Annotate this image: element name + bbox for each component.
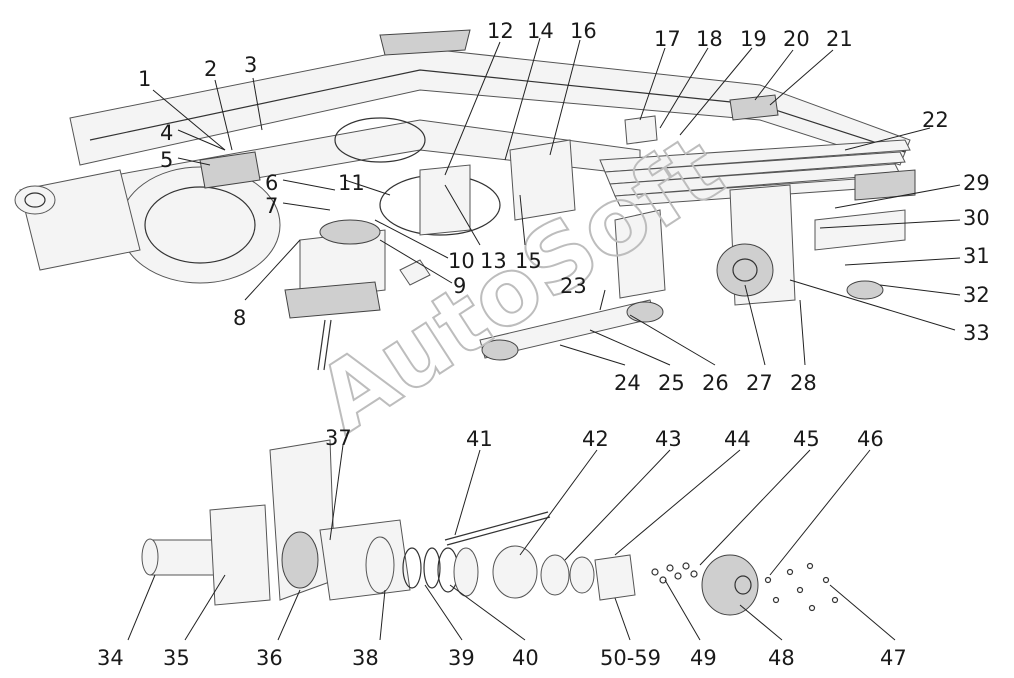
part-label: 50-59 [600, 646, 661, 670]
part-label: 17 [654, 27, 681, 51]
part-label: 43 [655, 427, 682, 451]
part-label: 5 [160, 148, 173, 172]
axle-frame-assembly [14, 29, 916, 371]
part-label: 21 [826, 27, 853, 51]
part-label: 35 [163, 646, 190, 670]
part-labels: 1 2 3 4 5 6 7 8 9 10 11 12 13 14 15 16 1… [97, 19, 990, 670]
part-label: 12 [487, 19, 514, 43]
part-label: 44 [724, 427, 751, 451]
part-label: 42 [582, 427, 609, 451]
part-label: 34 [97, 646, 124, 670]
part-label: 26 [702, 371, 729, 395]
part-label: 25 [658, 371, 685, 395]
part-label: 10 [448, 249, 475, 273]
part-label: 47 [880, 646, 907, 670]
part-label: 30 [963, 206, 990, 230]
part-label: 37 [325, 426, 352, 450]
part-label: 16 [570, 19, 597, 43]
part-label: 32 [963, 283, 990, 307]
part-label: 31 [963, 244, 990, 268]
part-label: 15 [515, 249, 542, 273]
part-label: 41 [466, 427, 493, 451]
part-label: 33 [963, 321, 990, 345]
part-label: 23 [560, 274, 587, 298]
part-label: 24 [614, 371, 641, 395]
part-label: 45 [793, 427, 820, 451]
part-label: 11 [338, 171, 365, 195]
part-label: 2 [204, 57, 217, 81]
part-label: 18 [696, 27, 723, 51]
part-label: 27 [746, 371, 773, 395]
part-label: 4 [160, 121, 173, 145]
part-label: 46 [857, 427, 884, 451]
part-label: 39 [448, 646, 475, 670]
part-label: 49 [690, 646, 717, 670]
part-label: 29 [963, 171, 990, 195]
part-label: 38 [352, 646, 379, 670]
part-label: 8 [233, 306, 246, 330]
part-label: 13 [480, 249, 507, 273]
part-label: 48 [768, 646, 795, 670]
part-label: 20 [783, 27, 810, 51]
part-label: 22 [922, 108, 949, 132]
hub-exploded-assembly [141, 439, 839, 616]
part-label: 7 [265, 194, 278, 218]
part-label: 3 [244, 53, 257, 77]
leader-lines [127, 37, 961, 641]
part-label: 14 [527, 19, 554, 43]
part-label: 9 [453, 274, 466, 298]
part-label: 28 [790, 371, 817, 395]
part-label: 1 [138, 67, 151, 91]
part-label: 6 [265, 171, 278, 195]
part-label: 36 [256, 646, 283, 670]
part-label: 19 [740, 27, 767, 51]
part-label: 40 [512, 646, 539, 670]
